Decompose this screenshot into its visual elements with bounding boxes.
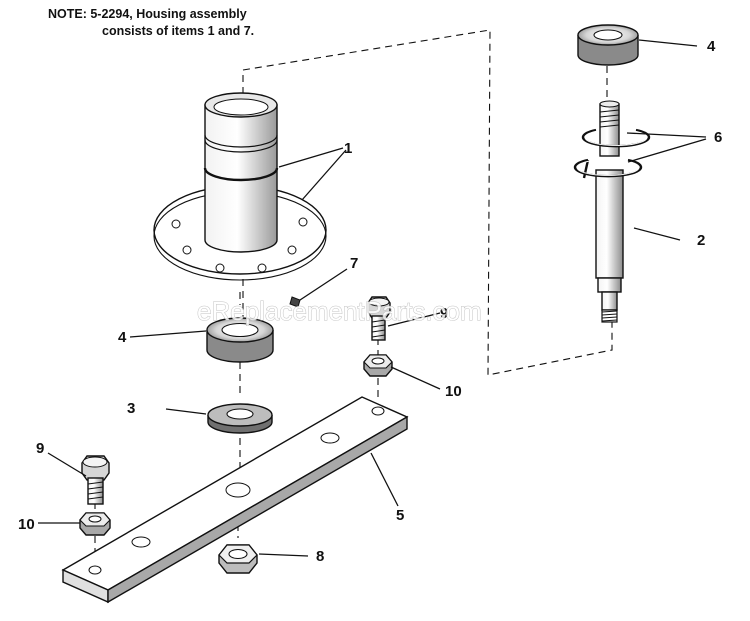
- housing-assembly: [153, 92, 327, 281]
- callout-5-blade: 5: [396, 507, 404, 524]
- note-line-1: NOTE: 5-2294, Housing assembly: [48, 7, 247, 21]
- blade-hole: [320, 432, 340, 444]
- flange-hole: [298, 217, 308, 227]
- flange-hole: [171, 219, 181, 229]
- top-bearing: [577, 24, 639, 66]
- blade-bar: [61, 396, 409, 604]
- retaining-ring-lower: [573, 158, 643, 179]
- housing-groove: [204, 139, 278, 153]
- left-nut: [79, 512, 111, 536]
- callout-2-shaft: 2: [697, 232, 705, 249]
- set-screw: [289, 296, 301, 308]
- note-line-2: consists of items 1 and 7.: [102, 24, 254, 38]
- leader-lines: [38, 39, 707, 557]
- retaining-rings: [573, 128, 651, 179]
- watermark: eReplacementParts.com: [197, 296, 482, 326]
- blade-hole: [371, 406, 385, 416]
- blade-hole: [131, 536, 151, 548]
- spindle-shaft: [595, 100, 624, 323]
- callout-6-retaining-rings: 6: [714, 129, 722, 146]
- lower-bearing: [206, 317, 274, 363]
- callout-7-set-screw: 7: [350, 255, 358, 272]
- right-bolt: [367, 296, 391, 341]
- flange-hole: [287, 245, 297, 255]
- callout-4-lower-bearing: 4: [118, 329, 127, 346]
- callout-8-center-nut: 8: [316, 548, 324, 565]
- blade-side-face: [107, 415, 408, 604]
- housing-groove: [203, 167, 279, 182]
- callout-9-right-bolt: 9: [440, 305, 448, 322]
- retaining-ring-upper: [581, 128, 651, 148]
- housing-groove: [204, 134, 278, 148]
- left-bolt: [81, 455, 110, 505]
- callout-4-top-bearing: 4: [707, 38, 716, 55]
- right-nut: [363, 354, 393, 377]
- housing-tube-bore: [213, 98, 269, 116]
- blade-center-hole: [225, 482, 251, 498]
- callout-10-right-nut: 10: [445, 383, 462, 400]
- flange-hole: [257, 263, 267, 273]
- flange-hole: [182, 245, 192, 255]
- callout-3-washer: 3: [127, 400, 135, 417]
- flange-hole: [215, 263, 225, 273]
- housing-tube: [204, 104, 278, 253]
- blade-hole: [88, 565, 102, 575]
- callout-10-left-nut: 10: [18, 516, 35, 533]
- callout-9-left-bolt: 9: [36, 440, 44, 457]
- spacer-washer: [207, 403, 273, 434]
- callout-1-housing: 1: [344, 140, 352, 157]
- center-nut: [218, 544, 258, 574]
